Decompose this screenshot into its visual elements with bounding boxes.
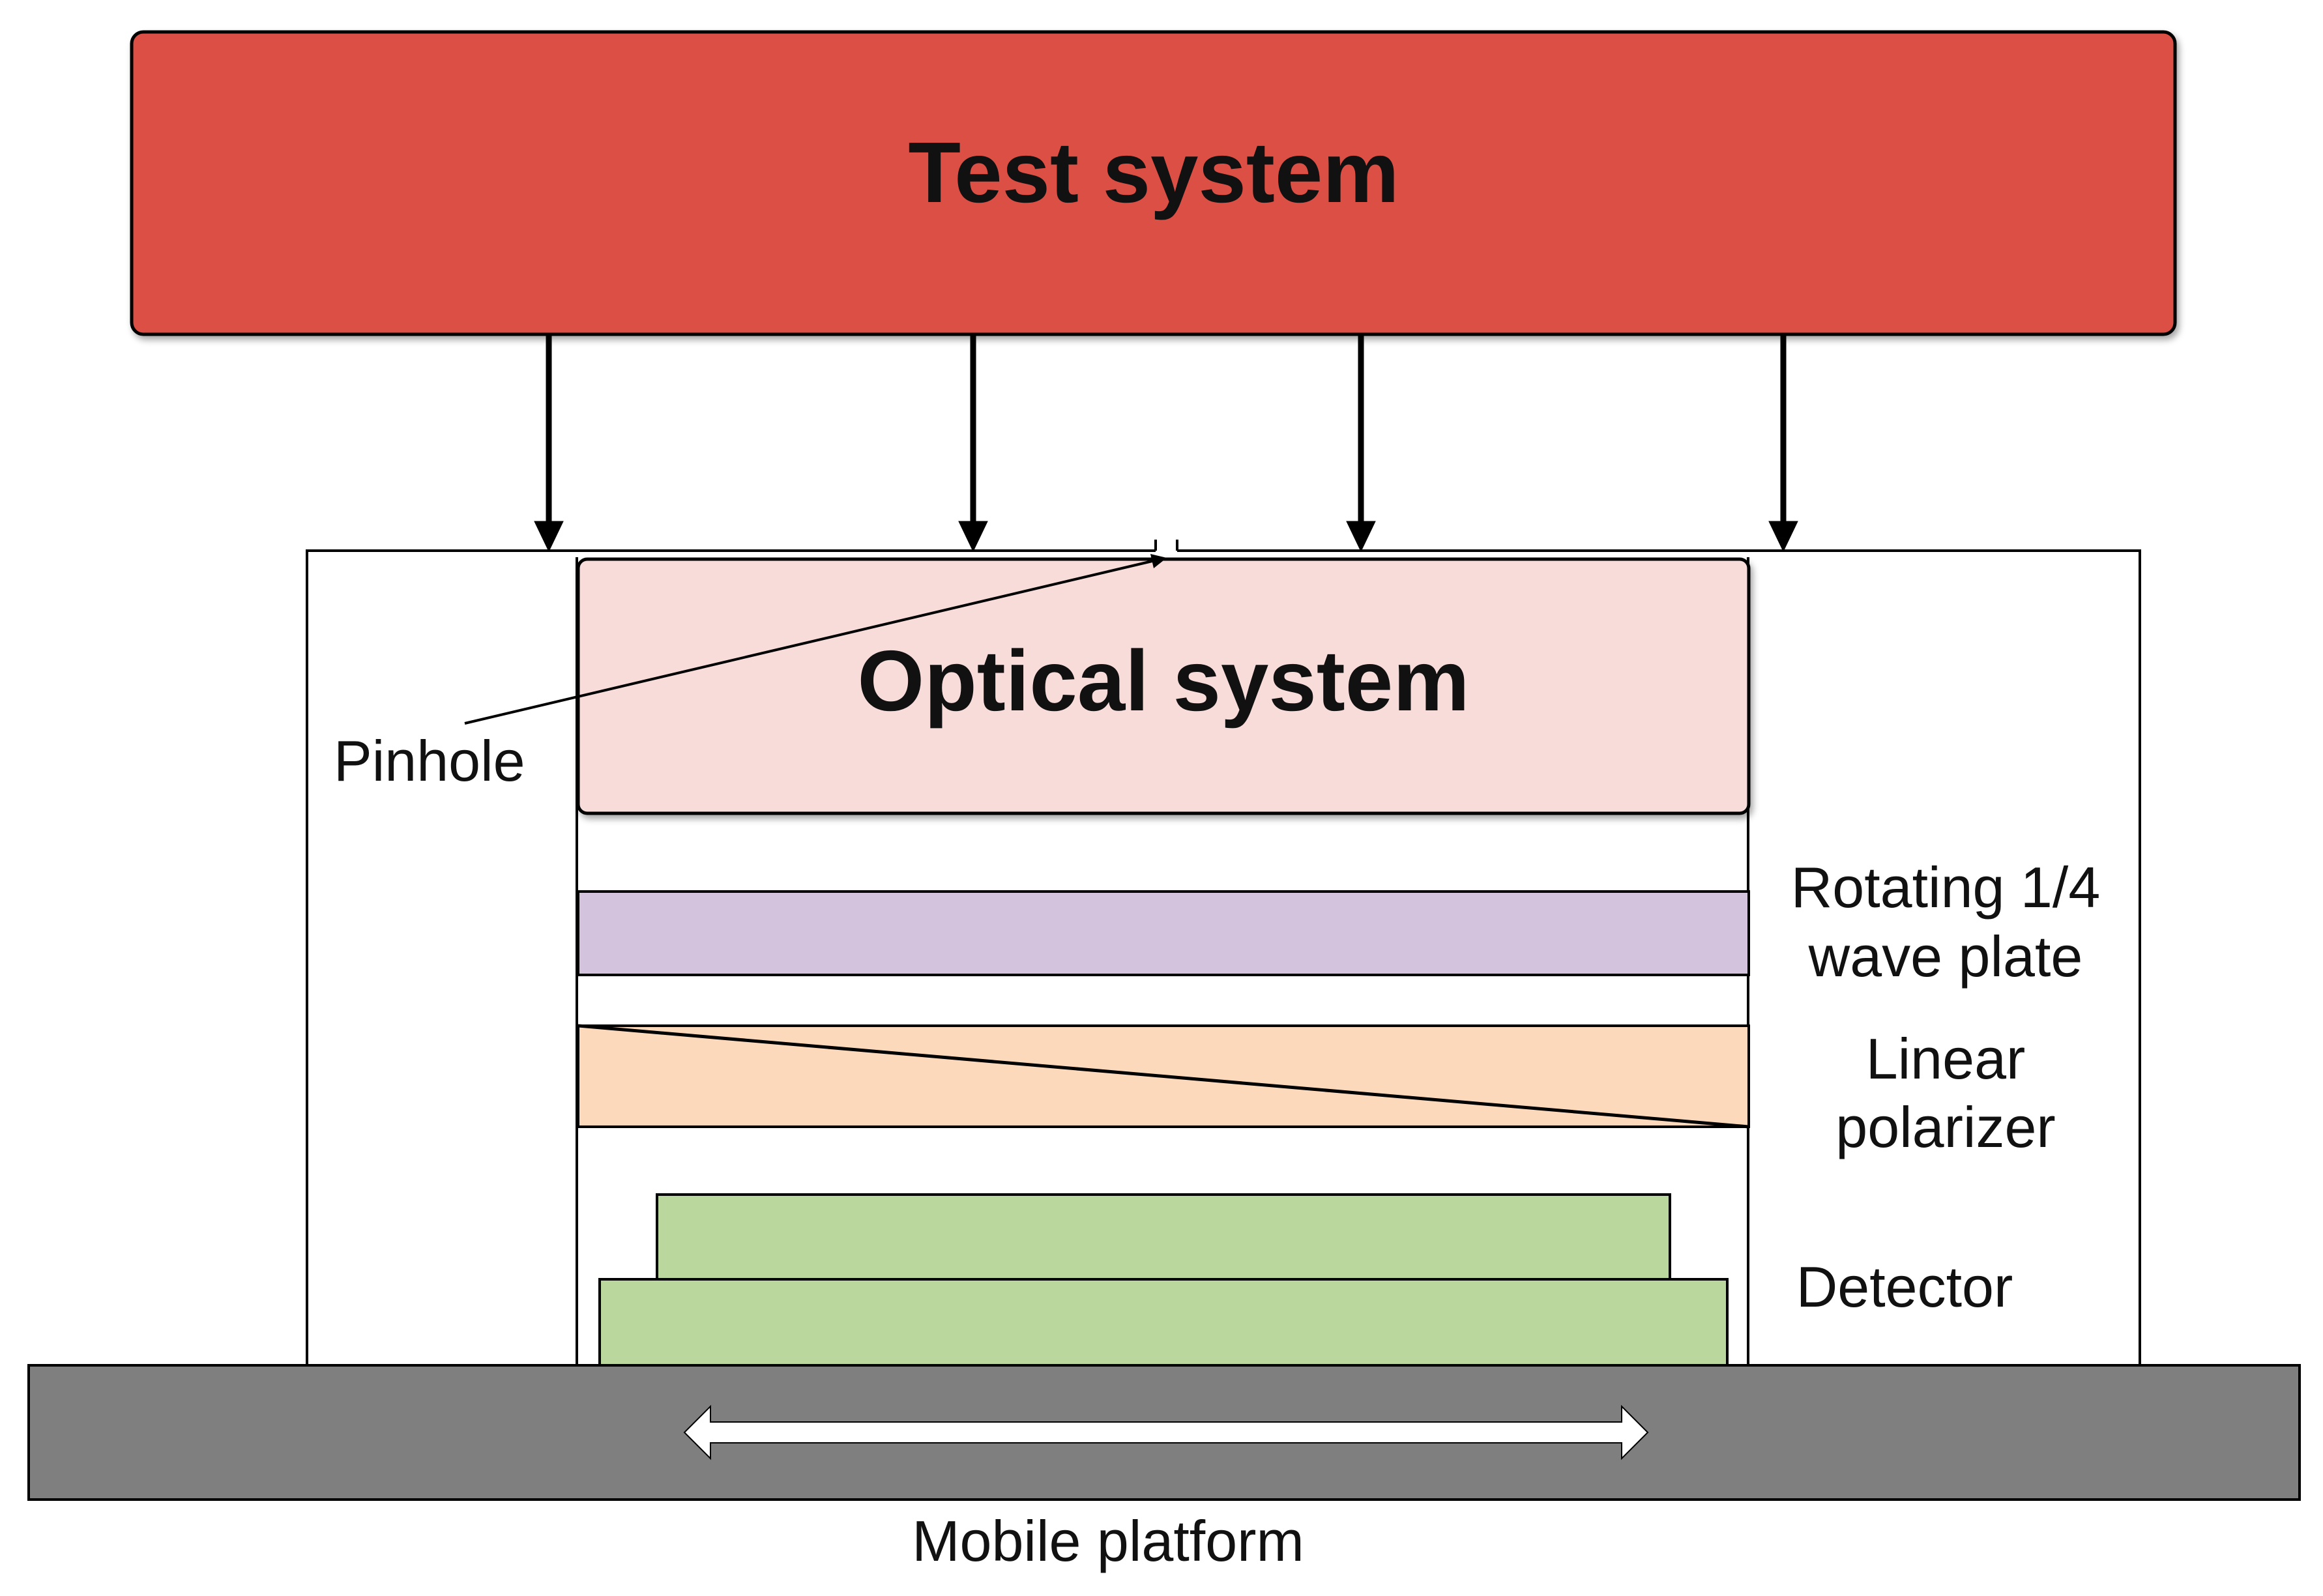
test-arrow-4-head <box>1768 521 1798 553</box>
linear-polarizer-label-line1: Linear <box>1866 1026 2026 1091</box>
wave-plate-bar <box>577 890 1750 976</box>
linear-polarizer-diagonal <box>577 1024 1749 1129</box>
test-system-box <box>130 30 2177 336</box>
test-arrow-1-head <box>534 521 564 553</box>
mobile-platform: Mobile platform <box>27 1364 2301 1573</box>
test-system-label: Test system <box>908 124 1399 220</box>
wave-plate-label-line2: wave plate <box>1808 924 2083 989</box>
detector: Detector <box>598 1193 2013 1367</box>
pinhole-leader-line <box>464 559 1156 725</box>
detector-top-layer <box>656 1193 1671 1281</box>
wave-plate-label-line1: Rotating 1/4 <box>1791 855 2101 920</box>
pinhole-leader-arrowhead <box>1150 554 1167 568</box>
test-system: Test system <box>130 30 2177 336</box>
pinhole: Pinhole <box>334 554 1167 793</box>
double-arrow-icon <box>683 1404 1649 1460</box>
linear-polarizer-label-line2: polarizer <box>1835 1095 2055 1159</box>
optical-system-label: Optical system <box>857 633 1469 729</box>
outer-housing-outline-right <box>1177 549 2141 1365</box>
wave-plate: Rotating 1/4 wave plate <box>577 855 2101 989</box>
test-arrow-3-head <box>1346 521 1376 553</box>
test-arrows <box>534 334 1798 553</box>
pinhole-label: Pinhole <box>334 729 525 793</box>
test-arrow-2-head <box>958 521 988 553</box>
detector-bottom-layer <box>598 1278 1729 1367</box>
optical-system: Optical system <box>576 557 1751 815</box>
linear-polarizer: Linear polarizer <box>577 1024 2056 1159</box>
mobile-platform-label: Mobile platform <box>912 1509 1304 1573</box>
detector-label: Detector <box>1796 1255 2013 1319</box>
outer-housing-outline <box>306 549 1156 1365</box>
outer-housing <box>306 540 2141 1365</box>
